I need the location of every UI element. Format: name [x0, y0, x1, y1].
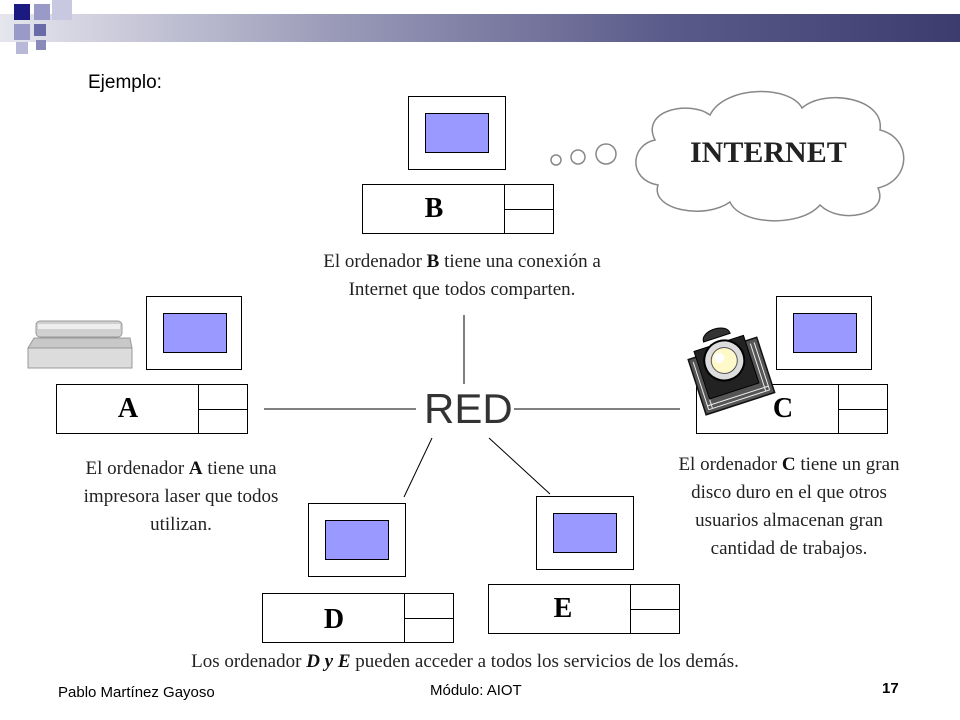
computer-d: D [262, 593, 454, 643]
monitor-a [146, 296, 242, 370]
footer-author: Pablo Martínez Gayoso [58, 684, 215, 701]
screen-a [163, 313, 227, 353]
drive-bay [404, 594, 453, 619]
footer-module: Módulo: AIOT [430, 682, 522, 699]
cloud-icon [550, 90, 905, 222]
printer-icon [27, 320, 133, 369]
screen-e [553, 513, 617, 553]
computer-e-label: E [553, 593, 573, 624]
drive-bay [198, 385, 247, 410]
screen-c [793, 313, 857, 353]
line-to-e [488, 437, 551, 495]
page-number: 17 [882, 680, 899, 697]
drive-bay [504, 185, 553, 210]
computer-d-label: D [323, 604, 345, 635]
network-label: RED [424, 385, 513, 432]
monitor-e [536, 496, 634, 570]
drive-bay [630, 609, 679, 633]
computer-b-label: B [424, 193, 444, 224]
drive-bay [630, 585, 679, 610]
internet-label: INTERNET [690, 136, 847, 169]
drive-bay [198, 409, 247, 433]
computer-a: A [56, 384, 248, 434]
header-gradient-bar [0, 14, 960, 42]
drive-bay [404, 618, 453, 642]
header-squares-logo [0, 0, 80, 60]
screen-b [425, 113, 489, 153]
monitor-b [408, 96, 506, 170]
caption-b: El ordenador B tiene una conexión a Inte… [323, 251, 601, 300]
monitor-d [308, 503, 406, 577]
caption-a: El ordenador A tiene una impresora laser… [83, 458, 279, 535]
screen-d [325, 520, 389, 560]
drive-bay [838, 409, 887, 433]
example-label: Ejemplo: [88, 72, 162, 93]
caption-de: Los ordenador D y E pueden acceder a tod… [191, 651, 739, 672]
line-to-d [403, 437, 433, 498]
computer-c-label: C [772, 393, 794, 424]
drive-bay [838, 385, 887, 410]
monitor-c [776, 296, 872, 370]
hard-disk-icon [687, 327, 776, 416]
computer-b: B [362, 184, 554, 234]
caption-c: El ordenador C tiene un gran disco duro … [678, 454, 900, 559]
computer-e: E [488, 584, 680, 634]
computer-a-label: A [117, 393, 139, 424]
drive-bay [504, 209, 553, 233]
